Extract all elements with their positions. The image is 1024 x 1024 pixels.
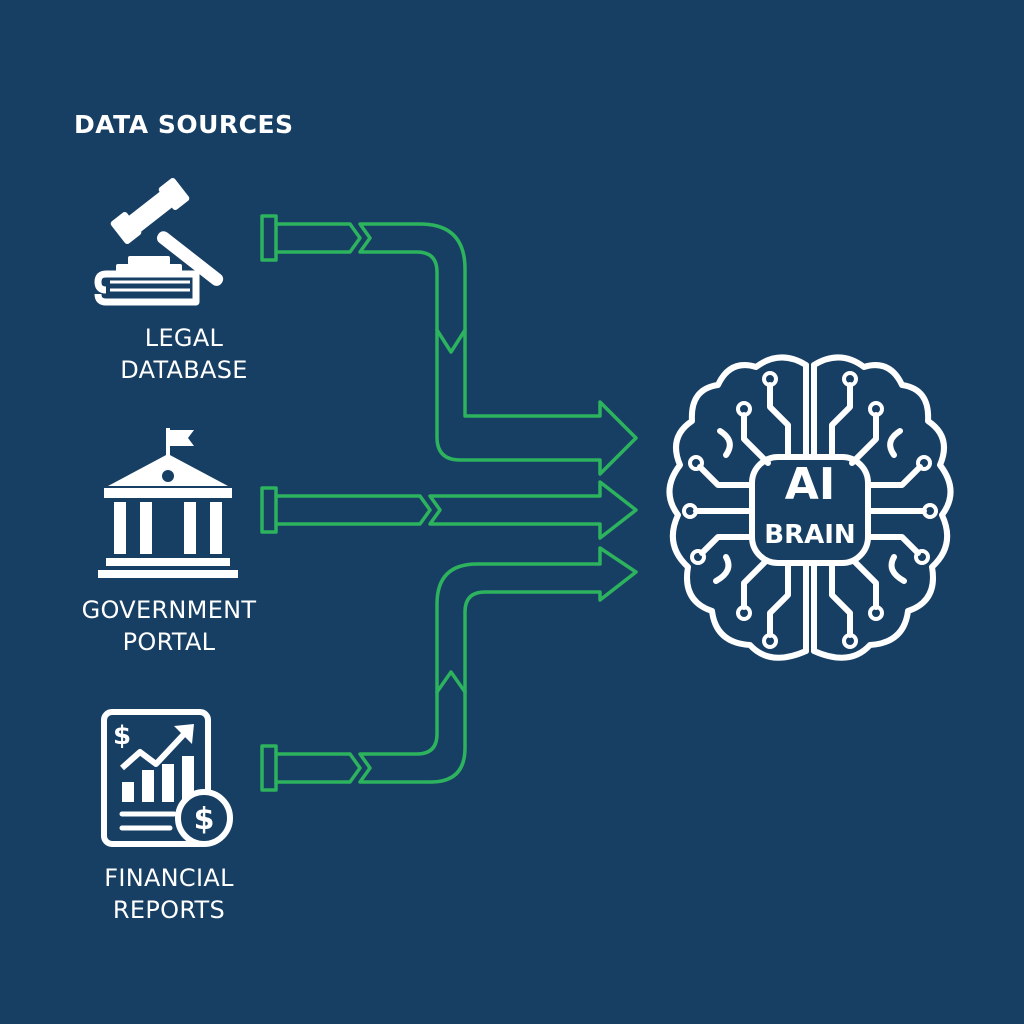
financial-report-icon: $ $: [101, 709, 233, 847]
source-label-legal: LEGAL DATABASE: [104, 322, 264, 386]
gavel-book-icon: [94, 178, 224, 306]
source-label-government-line1: GOVERNMENT: [81, 596, 257, 624]
source-label-financial: FINANCIAL REPORTS: [84, 862, 254, 926]
government-building-icon: [98, 428, 238, 578]
source-label-government-line2: PORTAL: [122, 628, 216, 656]
brain-label-line1: AI: [784, 459, 836, 510]
flow-arrow-government: [260, 480, 638, 540]
brain-label-line2: BRAIN: [764, 520, 856, 550]
source-label-legal-line2: DATABASE: [120, 356, 248, 384]
svg-text:$: $: [113, 721, 131, 751]
source-label-government: GOVERNMENT PORTAL: [64, 594, 274, 658]
diagram-heading: DATA SOURCES: [74, 110, 294, 139]
flow-arrow-financial: [260, 546, 638, 792]
source-label-financial-line1: FINANCIAL: [104, 864, 234, 892]
source-label-legal-line1: LEGAL: [144, 324, 224, 352]
svg-text:$: $: [194, 802, 215, 837]
circuit-brain-icon: [666, 354, 954, 661]
source-label-financial-line2: REPORTS: [112, 896, 226, 924]
flow-arrow-legal: [260, 214, 638, 476]
